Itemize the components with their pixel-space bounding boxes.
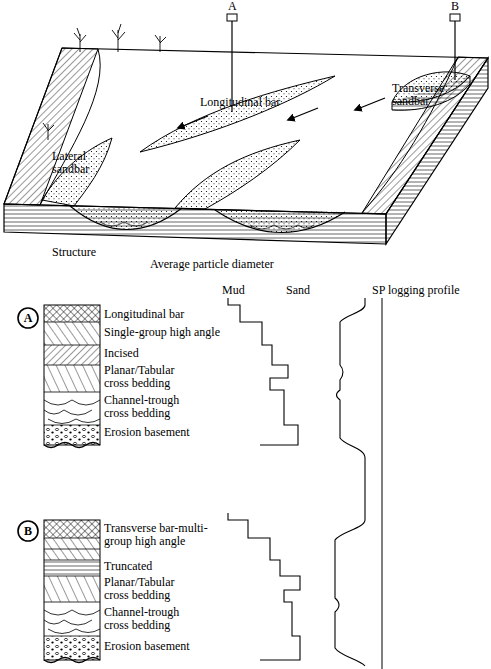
lateral-bar (42, 138, 112, 206)
column-outline (44, 305, 100, 445)
well-line (454, 21, 455, 80)
facies-label: Incised (104, 347, 139, 360)
shrub (74, 28, 86, 52)
facies-label: Channel-trough cross bedding (104, 606, 196, 633)
tabular-bed (44, 576, 100, 602)
longitudinal-bar (140, 76, 335, 152)
bar-label: Lateral sandbar (52, 150, 102, 177)
facies-label: Planar/Tabular cross bedding (104, 576, 196, 603)
front-face (4, 204, 386, 244)
column-a (44, 298, 365, 505)
flow-arrow (355, 98, 385, 110)
axis-label: Mud (222, 284, 245, 297)
well-head (450, 14, 460, 21)
truncated-bed (44, 560, 100, 576)
bed-boundary (44, 322, 100, 425)
trough-bed (44, 610, 100, 634)
facies-label: Single-group high angle (104, 326, 220, 339)
node-letter: B (17, 520, 39, 542)
grain-size-curve (228, 298, 298, 445)
facies-label: Planar/Tabular cross bedding (104, 364, 196, 391)
circle-shape (18, 521, 38, 541)
pebble-layer (44, 636, 100, 660)
grain-size-curve (228, 513, 300, 660)
column-outline (44, 520, 100, 660)
erosion-surface (44, 658, 100, 663)
shrub (112, 24, 125, 52)
bed-boundary (44, 538, 100, 636)
trough-set (100, 222, 148, 226)
sp-baseline (382, 298, 383, 669)
sp-curve (335, 505, 365, 666)
mud-layer (44, 520, 100, 538)
bar-front (392, 76, 470, 110)
facies-label: Erosion basement (104, 640, 190, 653)
flow-arrow (288, 108, 318, 120)
sp-curve (337, 298, 366, 505)
facies-label: Erosion basement (104, 426, 190, 439)
tabular-bed (44, 365, 100, 392)
circle-marker: B (17, 520, 39, 542)
bar-label: Longitudinal bar (200, 96, 280, 109)
node-letter: A (17, 307, 39, 329)
well-name: A (228, 0, 237, 13)
longitudinal-bar (175, 140, 300, 209)
flow-arrow (178, 116, 208, 128)
axis-title: Structure (52, 246, 96, 259)
trough-set (250, 225, 314, 229)
axis-label: Sand (286, 284, 310, 297)
block-diagram (4, 14, 488, 244)
well-name: B (451, 0, 459, 13)
high-angle-bed (44, 322, 100, 345)
axis-title: Average particle diameter (150, 258, 274, 271)
facies-label: Transverse bar-multi-group high angle (104, 522, 222, 549)
facies-label: Channel-trough cross bedding (104, 394, 196, 421)
axis-title: SP logging profile (372, 284, 460, 297)
channel-section (215, 210, 345, 233)
well-head (227, 14, 237, 21)
trough-bed (44, 400, 100, 424)
mud-layer (44, 305, 100, 322)
bar-label: Transverse sandbar (392, 82, 456, 109)
right-bank (362, 57, 488, 214)
circle-marker: A (17, 307, 39, 329)
facies-label: Longitudinal bar (104, 308, 184, 321)
column-b (44, 505, 365, 666)
shrub (155, 35, 166, 52)
shrub (43, 123, 54, 140)
facies-label: Truncated (104, 560, 152, 573)
incised-bed (44, 345, 100, 365)
channel-section (70, 206, 182, 230)
shrubs (43, 24, 166, 140)
circle-shape (18, 308, 38, 328)
erosion-surface (44, 443, 100, 448)
